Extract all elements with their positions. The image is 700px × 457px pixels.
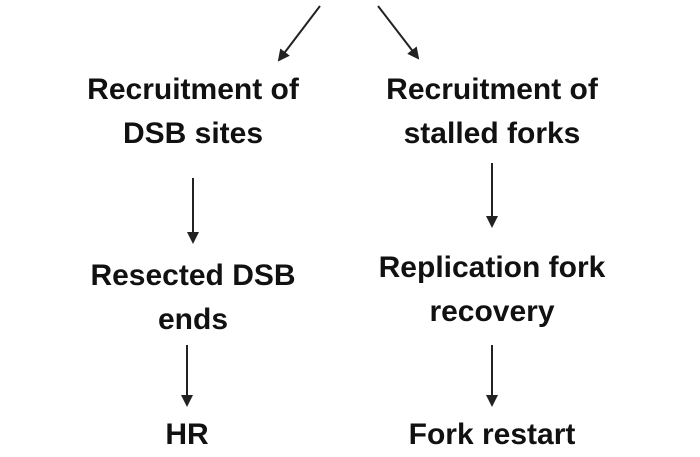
flow-diagram: Recruitment of DSB sites Resected DSB en… (62, 5, 632, 451)
node-resected-dsb-ends: Resected DSB ends (62, 254, 324, 342)
node-hr: HR (62, 413, 312, 457)
node-line: Resected DSB (90, 259, 296, 292)
node-recruitment-stalled-forks: Recruitment of stalled forks (352, 68, 632, 156)
node-line: recovery (429, 295, 555, 328)
node-replication-fork-recovery: Replication fork recovery (352, 246, 632, 334)
node-line: Recruitment of (87, 73, 299, 106)
node-line: Replication fork (378, 251, 606, 284)
node-line: ends (157, 303, 229, 336)
node-line: Fork restart (408, 418, 576, 451)
arrow-into-right-branch (377, 5, 420, 60)
node-recruitment-dsb-sites: Recruitment of DSB sites (62, 68, 324, 156)
arrow-into-left-branch (277, 5, 321, 62)
node-line: stalled forks (403, 117, 581, 150)
node-fork-restart: Fork restart (352, 413, 632, 457)
node-line: DSB sites (122, 117, 264, 150)
node-line: Recruitment of (386, 73, 598, 106)
arrows-layer (181, 5, 498, 407)
node-line: HR (165, 418, 209, 451)
